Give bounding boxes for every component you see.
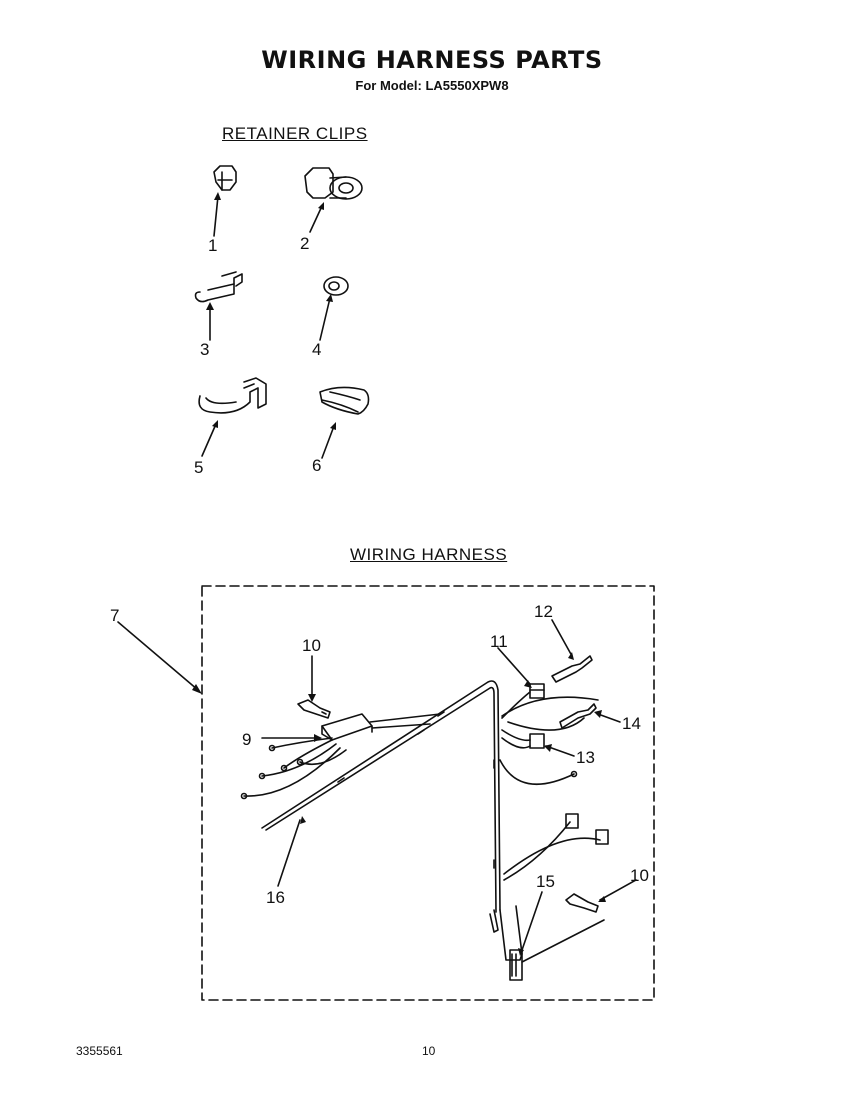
- leader-5: [201, 423, 217, 457]
- arrowhead-4: [326, 294, 333, 302]
- retainer-clip-6: [319, 386, 370, 415]
- harness-trunk: [261, 680, 523, 981]
- callout-6: 6: [312, 456, 322, 475]
- connector-13: [501, 729, 545, 749]
- callout-14: 14: [622, 714, 641, 733]
- callout-4: 4: [312, 340, 322, 359]
- document-number: 3355561: [76, 1044, 123, 1058]
- leader-14: [597, 713, 621, 723]
- arrowhead-16: [300, 816, 306, 824]
- harness-end-line: [521, 919, 605, 963]
- retainer-clip-1: [213, 165, 237, 191]
- leader-12: [551, 619, 573, 657]
- retainer-clip-3: [194, 271, 243, 303]
- page-number: 10: [422, 1044, 436, 1058]
- callout-10-right: 10: [630, 866, 649, 885]
- leader-6: [321, 425, 335, 459]
- arrowhead-11: [524, 680, 532, 688]
- arrowhead-10-left: [308, 694, 316, 702]
- page-title: WIRING HARNESS PARTS: [261, 46, 603, 74]
- arrowhead-7: [192, 684, 202, 694]
- harness-branch-left: [240, 713, 441, 800]
- leader-4: [319, 297, 331, 341]
- trunk-clip-marks: [337, 711, 495, 869]
- leader-10-right: [599, 879, 637, 901]
- callout-16: 16: [266, 888, 285, 907]
- connector-9: [321, 713, 373, 741]
- wiring-harness-heading: WIRING HARNESS: [350, 545, 508, 564]
- connector-11: [501, 683, 545, 719]
- callout-12: 12: [534, 602, 553, 621]
- arrowhead-10-right: [598, 896, 606, 902]
- callout-11: 11: [490, 632, 508, 651]
- callout-1: 1: [208, 236, 218, 255]
- arrowhead-15: [518, 948, 524, 956]
- arrowhead-1: [214, 192, 221, 200]
- leader-15: [521, 891, 543, 951]
- arrowhead-2: [318, 202, 324, 210]
- arrowhead-6: [330, 422, 336, 430]
- retainer-clip-2: [304, 167, 363, 200]
- leader-2: [309, 205, 323, 233]
- callout-2: 2: [300, 234, 310, 253]
- harness-branch-right: [499, 759, 609, 881]
- arrowhead-13: [544, 744, 552, 752]
- callout-15: 15: [536, 872, 555, 891]
- callout-3: 3: [200, 340, 210, 359]
- arrowhead-12: [568, 652, 574, 660]
- leader-11: [497, 647, 531, 685]
- model-subtitle: For Model: LA5550XPW8: [355, 78, 509, 93]
- terminal-12: [551, 655, 593, 683]
- terminal-10-left: [297, 699, 331, 719]
- arrowhead-9: [314, 734, 322, 742]
- harness-frame: [201, 585, 655, 1001]
- callout-9: 9: [242, 730, 252, 749]
- retainer-clips-heading: RETAINER CLIPS: [222, 124, 368, 143]
- terminal-10-right: [565, 893, 599, 913]
- retainer-clip-5: [198, 377, 267, 414]
- callout-13: 13: [576, 748, 595, 767]
- arrowhead-5: [212, 420, 218, 428]
- callout-5: 5: [194, 458, 204, 477]
- leader-16: [277, 819, 301, 887]
- arrowhead-14: [594, 710, 602, 718]
- callout-10-left: 10: [302, 636, 321, 655]
- leader-1: [213, 195, 219, 237]
- leader-7: [117, 621, 199, 691]
- callout-7: 7: [110, 606, 120, 625]
- terminal-14: [501, 696, 599, 731]
- arrowhead-3: [206, 302, 214, 310]
- retainer-clip-4: [323, 276, 349, 296]
